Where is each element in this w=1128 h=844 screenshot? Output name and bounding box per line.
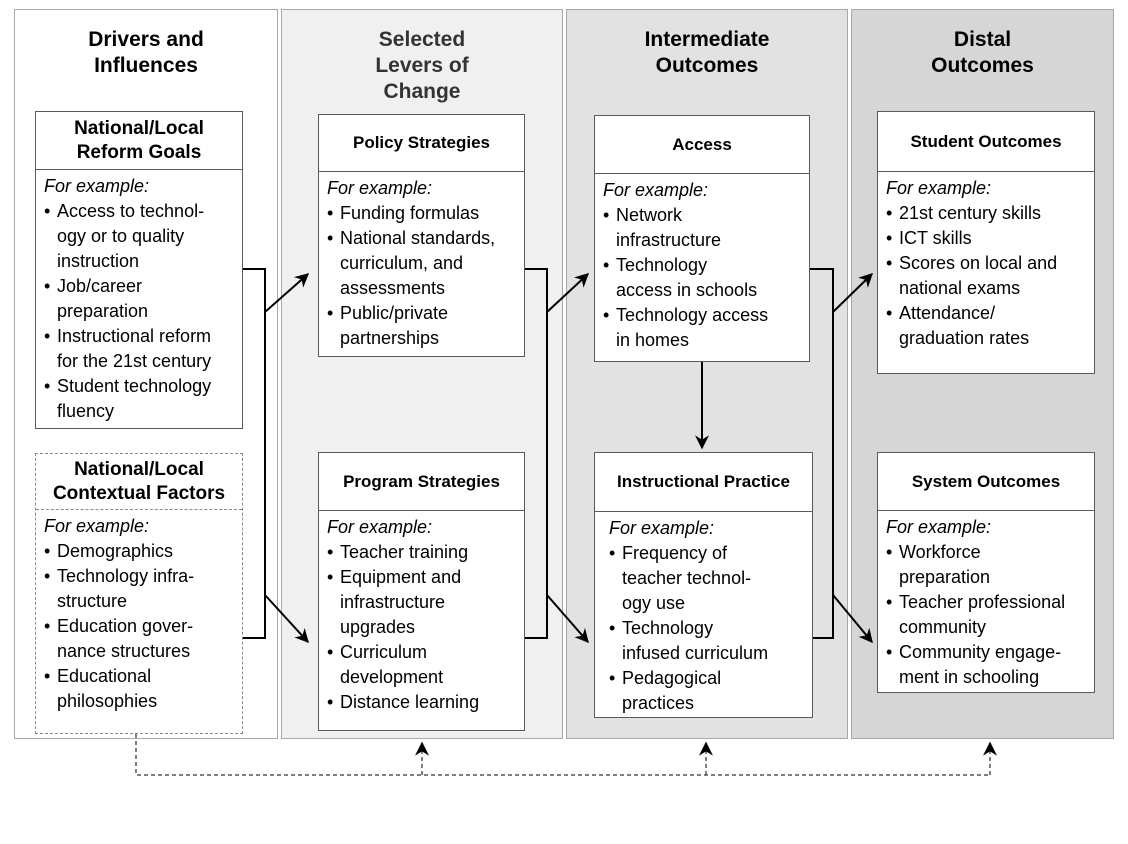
example-list: Network infrastructureTechnology access … bbox=[603, 203, 805, 353]
feedback-loop-dashed bbox=[135, 734, 997, 776]
arrow-to-student-outcomes bbox=[832, 273, 874, 313]
example-label: For example: bbox=[603, 180, 709, 200]
example-list: Teacher trainingEquipment and infrastruc… bbox=[327, 540, 520, 715]
box-title: System Outcomes bbox=[878, 453, 1094, 511]
example-item: Scores on local and national exams bbox=[886, 251, 1090, 301]
example-item: Teacher training bbox=[327, 540, 520, 565]
column-title-distal: Distal Outcomes bbox=[931, 28, 1034, 77]
box-title: Student Outcomes bbox=[878, 112, 1094, 172]
column-title-drivers: Drivers and Influences bbox=[88, 28, 204, 77]
example-item: Funding formulas bbox=[327, 201, 520, 226]
box-program-strategies: Program Strategies For example: Teacher … bbox=[318, 452, 525, 731]
example-item: Community engage- ment in schooling bbox=[886, 640, 1090, 690]
example-item: Technology infused curriculum bbox=[609, 616, 808, 666]
example-item: Equipment and infrastructure upgrades bbox=[327, 565, 520, 640]
example-list: Access to technol- ogy or to quality ins… bbox=[44, 199, 238, 424]
arrow-to-instructional-practice bbox=[546, 594, 589, 644]
bracket-levers-to-intermediate bbox=[525, 268, 590, 644]
box-body: For example: Access to technol- ogy or t… bbox=[36, 170, 242, 424]
box-body: For example: 21st century skillsICT skil… bbox=[878, 172, 1094, 351]
example-item: Job/career preparation bbox=[44, 274, 238, 324]
box-contextual-factors: National/Local Contextual Factors For ex… bbox=[35, 453, 243, 734]
example-label: For example: bbox=[886, 517, 992, 537]
box-body: For example: Funding formulasNational st… bbox=[319, 172, 524, 351]
example-label: For example: bbox=[609, 518, 715, 538]
box-body: For example: Frequency of teacher techno… bbox=[595, 512, 812, 716]
example-item: Student technology fluency bbox=[44, 374, 238, 424]
box-instructional-practice: Instructional Practice For example: Freq… bbox=[594, 452, 813, 718]
example-item: Instructional reform for the 21st centur… bbox=[44, 324, 238, 374]
example-item: ICT skills bbox=[886, 226, 1090, 251]
example-item: Teacher professional community bbox=[886, 590, 1090, 640]
example-label: For example: bbox=[44, 176, 150, 196]
example-item: Technology access in schools bbox=[603, 253, 805, 303]
box-student-outcomes: Student Outcomes For example: 21st centu… bbox=[877, 111, 1095, 374]
box-title: Program Strategies bbox=[319, 453, 524, 511]
box-title: National/Local Contextual Factors bbox=[36, 454, 242, 510]
example-item: Pedagogical practices bbox=[609, 666, 808, 716]
example-item: 21st century skills bbox=[886, 201, 1090, 226]
example-item: Public/private partnerships bbox=[327, 301, 520, 351]
example-item: Technology access in homes bbox=[603, 303, 805, 353]
arrow-to-program-strategies bbox=[264, 594, 309, 644]
example-list: Frequency of teacher technol- ogy useTec… bbox=[609, 541, 808, 716]
box-reform-goals: National/Local Reform Goals For example:… bbox=[35, 111, 243, 429]
example-item: Education gover- nance structures bbox=[44, 614, 238, 664]
example-item: National standards, curriculum, and asse… bbox=[327, 226, 520, 301]
example-label: For example: bbox=[327, 178, 433, 198]
example-item: Workforce preparation bbox=[886, 540, 1090, 590]
box-title: National/Local Reform Goals bbox=[36, 112, 242, 170]
box-body: For example: Workforce preparationTeache… bbox=[878, 511, 1094, 690]
box-policy-strategies: Policy Strategies For example: Funding f… bbox=[318, 114, 525, 357]
example-list: Funding formulasNational standards, curr… bbox=[327, 201, 520, 351]
example-item: Technology infra- structure bbox=[44, 564, 238, 614]
example-label: For example: bbox=[886, 178, 992, 198]
example-item: Network infrastructure bbox=[603, 203, 805, 253]
example-item: Educational philosophies bbox=[44, 664, 238, 714]
bracket-drivers-to-levers bbox=[243, 268, 310, 644]
example-item: Frequency of teacher technol- ogy use bbox=[609, 541, 808, 616]
example-list: Workforce preparationTeacher professiona… bbox=[886, 540, 1090, 690]
example-item: Attendance/ graduation rates bbox=[886, 301, 1090, 351]
example-item: Demographics bbox=[44, 539, 238, 564]
example-item: Curriculum development bbox=[327, 640, 520, 690]
box-body: For example: Teacher trainingEquipment a… bbox=[319, 511, 524, 715]
example-list: DemographicsTechnology infra- structureE… bbox=[44, 539, 238, 714]
arrow-to-system-outcomes bbox=[832, 594, 873, 644]
example-list: 21st century skillsICT skillsScores on l… bbox=[886, 201, 1090, 351]
column-title-levers: Selected Levers of Change bbox=[375, 28, 469, 103]
example-item: Distance learning bbox=[327, 690, 520, 715]
box-system-outcomes: System Outcomes For example: Workforce p… bbox=[877, 452, 1095, 693]
column-drivers: Drivers and Influences bbox=[14, 9, 278, 739]
box-title: Access bbox=[595, 116, 809, 174]
bracket-intermediate-to-distal bbox=[810, 268, 874, 644]
box-title: Instructional Practice bbox=[595, 453, 812, 512]
example-label: For example: bbox=[44, 516, 150, 536]
example-item: Access to technol- ogy or to quality ins… bbox=[44, 199, 238, 274]
arrow-to-policy-strategies bbox=[264, 273, 310, 313]
box-body: For example: DemographicsTechnology infr… bbox=[36, 510, 242, 714]
box-body: For example: Network infrastructureTechn… bbox=[595, 174, 809, 353]
box-access: Access For example: Network infrastructu… bbox=[594, 115, 810, 362]
box-title: Policy Strategies bbox=[319, 115, 524, 172]
column-title-intermediate: Intermediate Outcomes bbox=[644, 28, 770, 77]
arrow-to-access bbox=[546, 273, 590, 313]
example-label: For example: bbox=[327, 517, 433, 537]
